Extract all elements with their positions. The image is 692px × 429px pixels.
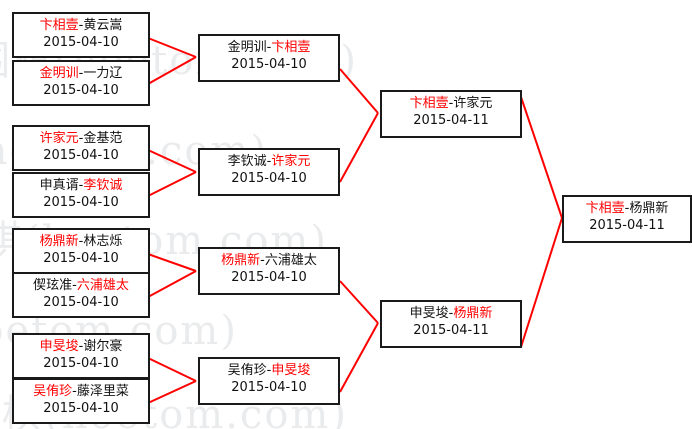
match-box[interactable]: 吴侑珍-藤泽里菜 2015-04-10 <box>12 378 150 424</box>
match-date: 2015-04-11 <box>589 218 665 233</box>
player-winner: 许家元 <box>271 154 311 169</box>
match-date: 2015-04-10 <box>43 356 119 371</box>
player-separator: - <box>72 384 77 399</box>
match-date: 2015-04-10 <box>43 195 119 210</box>
match-box[interactable]: 李钦诚-许家元 2015-04-10 <box>198 148 340 196</box>
match-players: 吴侑珍-藤泽里菜 <box>14 383 148 400</box>
match-players: 杨鼎新-六浦雄太 <box>200 252 338 269</box>
match-date: 2015-04-10 <box>43 251 119 266</box>
match-box[interactable]: 申旻埈-杨鼎新 2015-04-11 <box>380 300 522 348</box>
match-date: 2015-04-11 <box>413 113 489 128</box>
player-loser: 杨鼎新 <box>629 201 669 216</box>
player-winner: 卞相壹 <box>271 40 311 55</box>
match-players: 吴侑珍-申旻埈 <box>200 362 338 379</box>
match-players: 金明训-一力辽 <box>14 65 148 82</box>
match-players: 卞相壹-黄云嵩 <box>14 17 148 34</box>
player-winner: 申旻埈 <box>271 363 311 378</box>
player-loser: 偰玹准 <box>33 278 73 293</box>
player-loser: 一力辽 <box>83 66 123 81</box>
match-players: 申真谞-李钦诚 <box>14 177 148 194</box>
match-players: 申旻埈-谢尔豪 <box>14 338 148 355</box>
player-separator: - <box>266 154 272 169</box>
player-loser: 申旻埈 <box>409 306 449 321</box>
match-box[interactable]: 吴侑珍-申旻埈 2015-04-10 <box>198 357 340 405</box>
match-players: 许家元-金基范 <box>14 130 148 147</box>
player-loser: 林志烁 <box>83 234 123 249</box>
player-separator: - <box>72 278 77 293</box>
match-players: 金明训-卞相壹 <box>200 39 338 56</box>
player-winner: 六浦雄太 <box>76 278 129 293</box>
player-winner: 吴侑珍 <box>33 384 73 399</box>
player-loser: 藤泽里菜 <box>76 384 129 399</box>
player-separator: - <box>78 178 84 193</box>
player-loser: 六浦雄太 <box>264 253 317 268</box>
player-winner: 杨鼎新 <box>453 306 493 321</box>
match-box[interactable]: 许家元-金基范 2015-04-10 <box>12 125 150 171</box>
match-date: 2015-04-10 <box>231 380 307 395</box>
player-loser: 谢尔豪 <box>83 339 123 354</box>
player-separator: - <box>266 363 272 378</box>
player-winner: 卞相壹 <box>39 18 79 33</box>
match-date: 2015-04-10 <box>231 270 307 285</box>
player-winner: 金明训 <box>39 66 79 81</box>
match-date: 2015-04-10 <box>231 57 307 72</box>
match-date: 2015-04-10 <box>43 148 119 163</box>
player-loser: 黄云嵩 <box>83 18 123 33</box>
match-box[interactable]: 卞相壹-黄云嵩 2015-04-10 <box>12 12 150 58</box>
player-loser: 金明训 <box>227 40 267 55</box>
match-box-final[interactable]: 卞相壹-杨鼎新 2015-04-11 <box>562 195 692 243</box>
player-winner: 卞相壹 <box>585 201 625 216</box>
match-players: 申旻埈-杨鼎新 <box>382 305 520 322</box>
player-loser: 申真谞 <box>39 178 79 193</box>
player-separator: - <box>78 234 84 249</box>
match-players: 偰玹准-六浦雄太 <box>14 277 148 294</box>
player-winner: 许家元 <box>39 131 79 146</box>
player-winner: 卞相壹 <box>409 96 449 111</box>
player-separator: - <box>78 18 84 33</box>
player-loser: 金基范 <box>83 131 123 146</box>
player-separator: - <box>260 253 265 268</box>
player-winner: 申旻埈 <box>39 339 79 354</box>
match-date: 2015-04-11 <box>413 323 489 338</box>
match-date: 2015-04-10 <box>231 171 307 186</box>
player-loser: 许家元 <box>453 96 493 111</box>
player-separator: - <box>448 306 454 321</box>
match-date: 2015-04-10 <box>43 295 119 310</box>
player-winner: 杨鼎新 <box>221 253 261 268</box>
match-box[interactable]: 偰玹准-六浦雄太 2015-04-10 <box>12 272 150 318</box>
player-winner: 杨鼎新 <box>39 234 79 249</box>
match-players: 卞相壹-许家元 <box>382 95 520 112</box>
match-box[interactable]: 杨鼎新-林志烁 2015-04-10 <box>12 228 150 274</box>
match-players: 李钦诚-许家元 <box>200 153 338 170</box>
match-players: 卞相壹-杨鼎新 <box>564 200 690 217</box>
match-box[interactable]: 卞相壹-许家元 2015-04-11 <box>380 90 522 138</box>
player-separator: - <box>624 201 630 216</box>
match-box[interactable]: 金明训-卞相壹 2015-04-10 <box>198 34 340 82</box>
player-winner: 李钦诚 <box>83 178 123 193</box>
match-box[interactable]: 金明训-一力辽 2015-04-10 <box>12 60 150 106</box>
player-separator: - <box>78 339 84 354</box>
match-date: 2015-04-10 <box>43 35 119 50</box>
match-players: 杨鼎新-林志烁 <box>14 233 148 250</box>
player-loser: 李钦诚 <box>227 154 267 169</box>
player-separator: - <box>78 66 84 81</box>
match-date: 2015-04-10 <box>43 401 119 416</box>
player-separator: - <box>448 96 454 111</box>
match-date: 2015-04-10 <box>43 83 119 98</box>
match-box[interactable]: 杨鼎新-六浦雄太 2015-04-10 <box>198 247 340 295</box>
match-box[interactable]: 申真谞-李钦诚 2015-04-10 <box>12 172 150 218</box>
player-loser: 吴侑珍 <box>227 363 267 378</box>
player-separator: - <box>78 131 84 146</box>
player-separator: - <box>266 40 272 55</box>
match-box[interactable]: 申旻埈-谢尔豪 2015-04-10 <box>12 333 150 379</box>
